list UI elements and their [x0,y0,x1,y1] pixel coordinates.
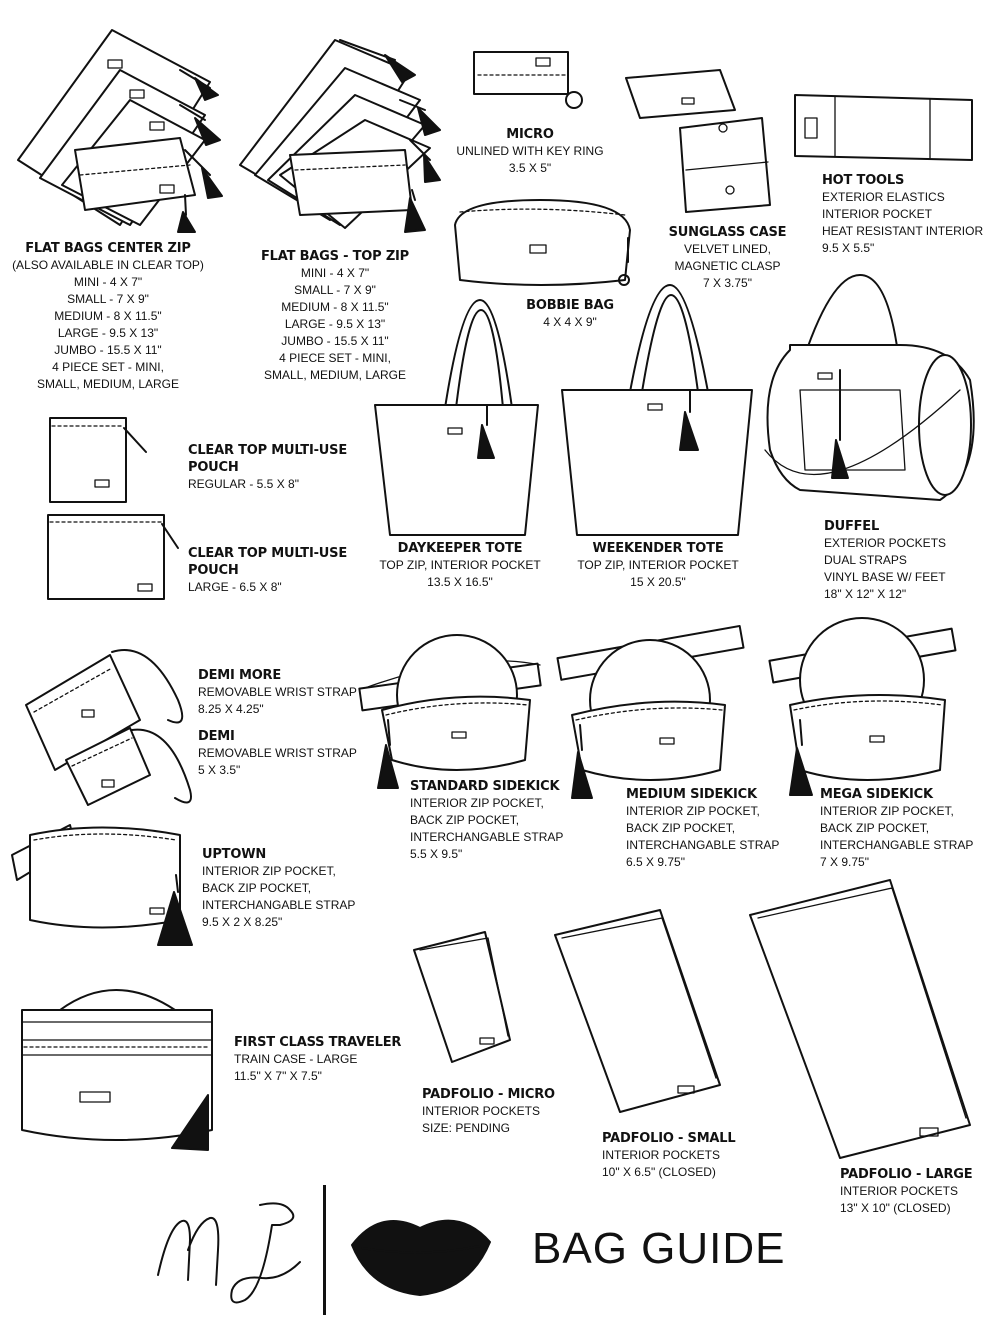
label-medium-sidekick: Medium Sidekick Interior zip pocket, bac… [626,787,780,869]
label-bobbie-bag: Bobbie Bag 4 x 4 x 9" [526,298,614,329]
demi-more-icon [25,649,184,771]
medium-sidekick-icon [556,625,745,799]
label-padfolio-micro: Padfolio - Micro Interior pockets Size: … [422,1087,555,1135]
label-demi: Demi Removable wrist strap 5 x 3.5" [198,729,357,777]
padfolio-micro-icon [413,931,511,1063]
label-flat-bags-center-zip: Flat Bags Center Zip (Also available in … [12,241,204,391]
micro-pouch-icon [473,51,583,109]
label-first-class-traveler: First Class Traveler Train case - large … [234,1035,402,1083]
label-daykeeper-tote: Daykeeper Tote Top zip, interior pocket … [379,541,541,589]
label-mega-sidekick: Mega Sidekick Interior zip pocket, back … [820,787,974,869]
label-standard-sidekick: Standard Sidekick Interior zip pocket, b… [410,779,564,861]
lips-icon [351,1219,491,1296]
label-flat-bags-top-zip: Flat Bags - Top Zip Mini - 4 x 7" Small … [260,249,410,382]
page-title: BAG GUIDE [532,1224,786,1273]
label-padfolio-small: Padfolio - Small Interior pockets 10" x … [602,1131,736,1179]
footer-divider [323,1185,326,1315]
sunglass-case-icon [625,69,771,213]
label-clear-top-regular: Clear Top Multi-Use Pouch Regular - 5.5 … [188,443,347,491]
label-weekender-tote: Weekender Tote Top zip, interior pocket … [577,541,739,589]
standard-sidekick-icon [358,634,542,789]
label-padfolio-large: Padfolio - Large Interior pockets 13" x … [840,1167,973,1215]
flat-bags-center-zip-icon [17,29,223,233]
clear-top-pouch-regular-icon [49,417,147,503]
clear-top-pouch-large-icon [47,514,179,600]
bobbie-bag-icon [454,199,631,286]
label-micro: Micro Unlined with key ring 3.5 x 5" [456,127,604,175]
padfolio-large-icon [749,879,971,1159]
weekender-tote-icon [561,284,753,536]
daykeeper-tote-icon [374,299,539,536]
label-demi-more: Demi More Removable wrist strap 8.25 x 4… [198,668,357,716]
uptown-icon [11,824,193,946]
first-class-traveler-icon [21,989,213,1151]
hot-tools-icon [794,94,973,161]
label-hot-tools: Hot Tools Exterior elastics Interior poc… [822,173,984,255]
label-uptown: Uptown Interior zip pocket, back zip poc… [202,847,356,929]
label-sunglass-case: Sunglass Case Velvet lined, Magnetic cla… [668,225,787,290]
mega-sidekick-icon [768,617,957,796]
label-clear-top-large: Clear Top Multi-Use Pouch Large - 6.5 x … [188,546,347,594]
label-duffel: Duffel Exterior pockets Dual straps Viny… [824,519,947,601]
duffel-icon [764,274,975,501]
flat-bags-top-zip-icon [239,39,441,233]
padfolio-small-icon [554,909,721,1113]
mj-monogram-icon [157,1202,301,1304]
demi-icon [65,727,192,806]
